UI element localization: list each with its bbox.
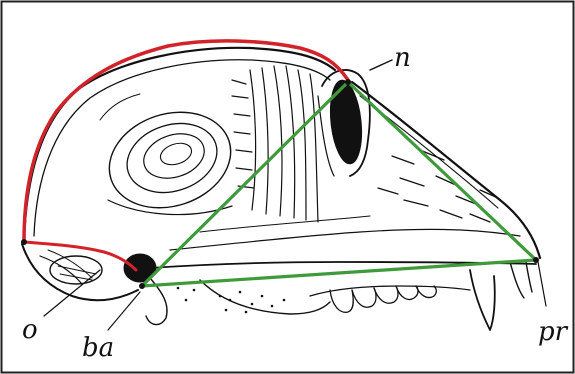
label-n: n (394, 43, 411, 73)
landmark-n-point (345, 79, 351, 85)
label-pr: pr (538, 317, 569, 347)
landmark-o-point (21, 239, 27, 245)
label-o: o (22, 315, 38, 345)
landmark-pr-point (533, 257, 539, 263)
label-ba: ba (82, 333, 114, 363)
landmark-ba-point (139, 283, 145, 289)
